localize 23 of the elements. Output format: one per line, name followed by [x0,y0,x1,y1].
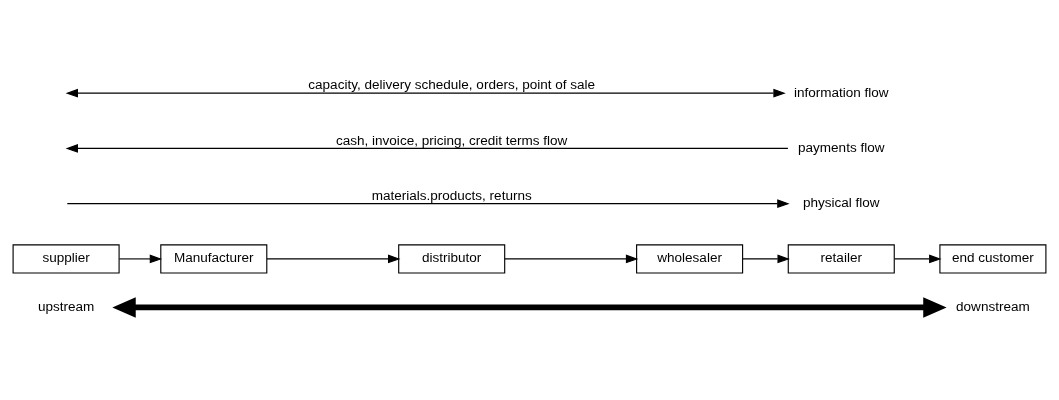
arrow [504,254,639,264]
node-text: information flow [793,84,889,100]
arrow [112,297,947,318]
node-box: wholesaler [636,244,744,274]
node-box: distributor [398,244,506,274]
arrow [65,144,789,153]
node-text: payments flow [798,139,885,155]
node-text: physical flow [802,195,880,211]
node-box: Manufacturer [160,244,268,274]
arrow [66,199,790,208]
edge-label: cash, invoice, pricing, credit terms flow [336,132,568,148]
node-box: supplier [12,244,120,274]
node-text: downstream [956,298,1030,314]
arrow [742,254,790,264]
arrow [65,88,786,98]
edge-label: capacity, delivery schedule, orders, point of sale [308,77,596,93]
edge-label: materials.products, returns [371,187,532,203]
arrow [894,254,942,264]
node-text: upstream [37,298,95,314]
arrow [266,254,401,264]
node-box: retailer [787,244,895,274]
node-box: end customer [939,244,1047,274]
arrow [118,254,163,264]
